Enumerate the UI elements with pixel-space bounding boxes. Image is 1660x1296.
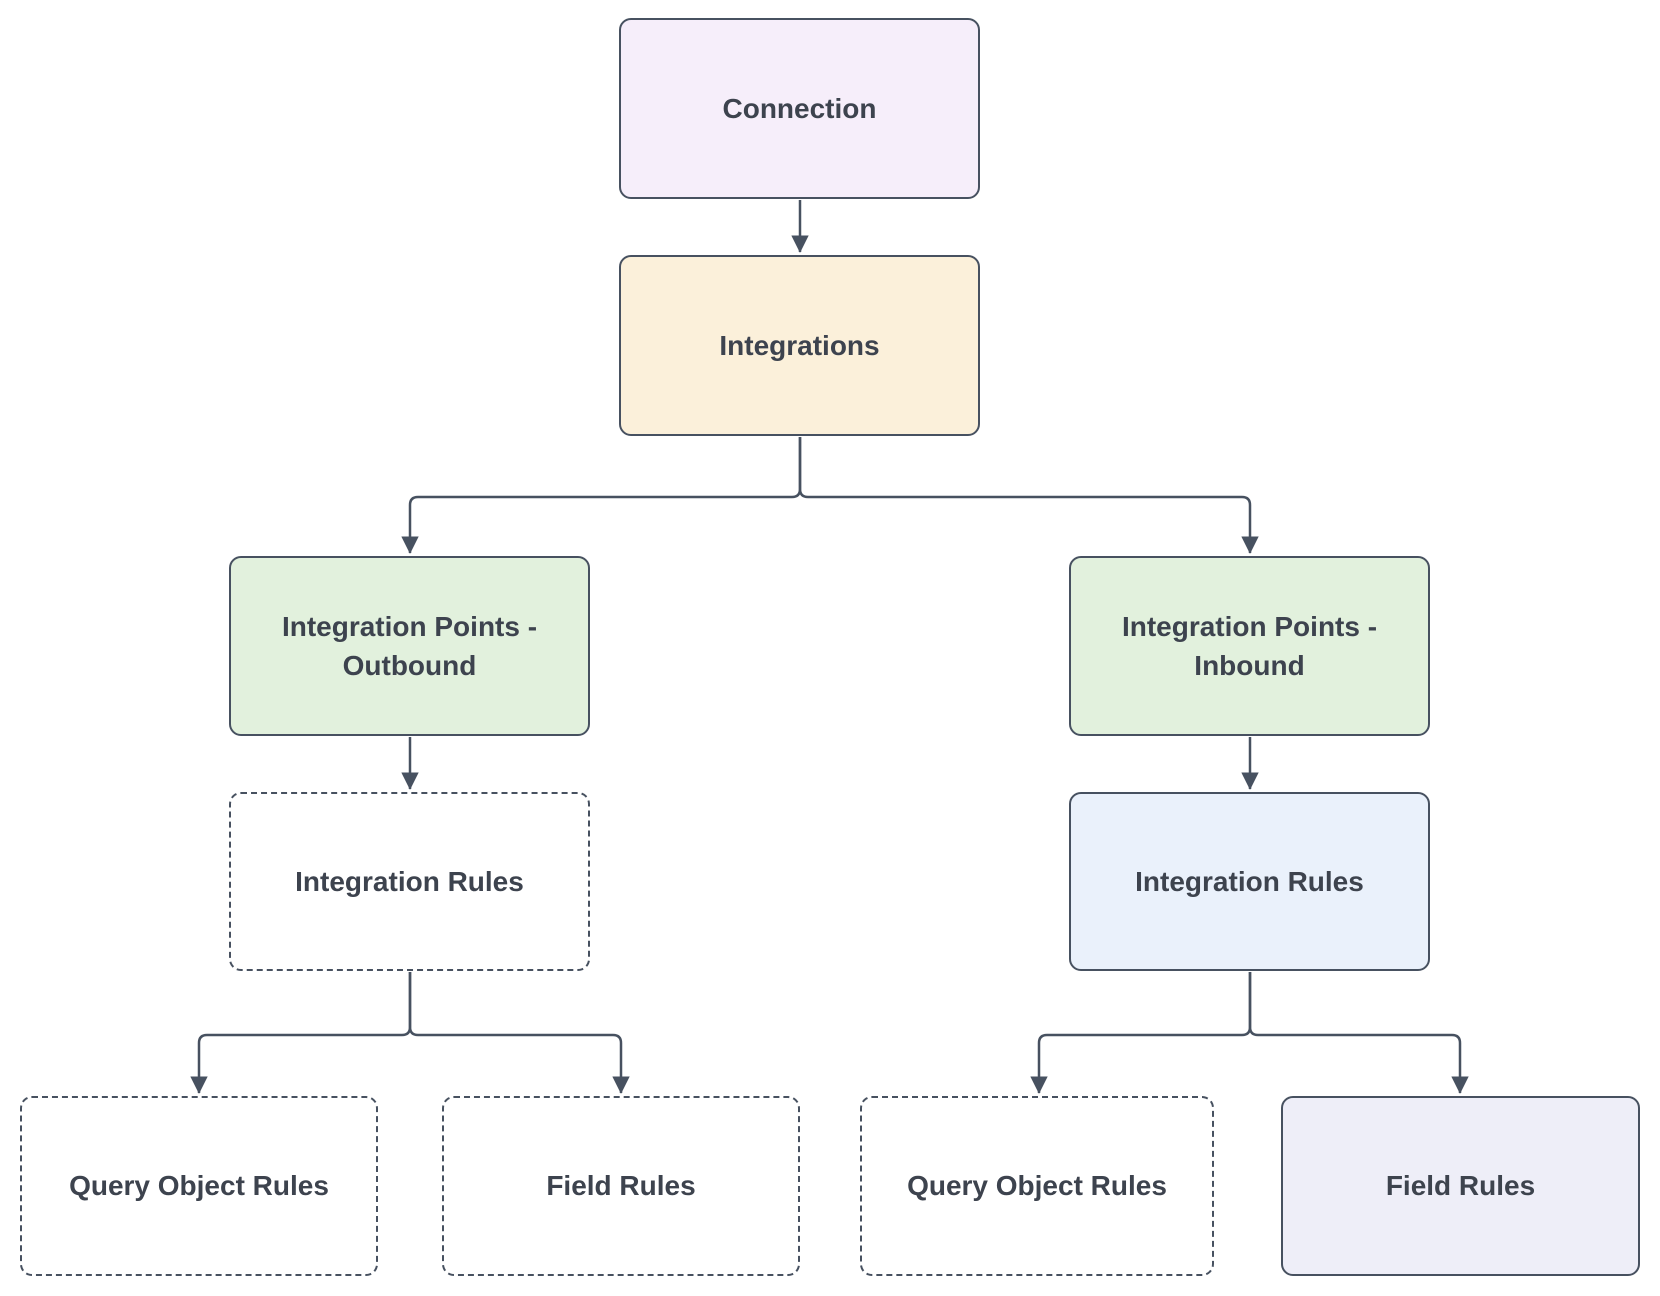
node-integration-rules-outbound-label: Integration Rules	[295, 865, 524, 897]
node-integration-points-inbound: Integration Points - Inbound	[1069, 556, 1430, 736]
node-integration-points-outbound: Integration Points - Outbound	[229, 556, 590, 736]
node-connection-label: Connection	[722, 92, 877, 124]
node-field-rules-inbound-label: Field Rules	[1385, 1170, 1536, 1202]
node-field-rules-outbound: Field Rules	[442, 1096, 800, 1276]
node-query-object-rules-outbound-label: Query Object Rules	[69, 1170, 329, 1202]
node-integrations-label: Integrations	[719, 329, 880, 361]
node-integration-rules-inbound-label: Integration Rules	[1135, 865, 1364, 897]
node-field-rules-outbound-label: Field Rules	[546, 1170, 696, 1202]
edge-outbound-rules-to-field-rules	[408, 972, 630, 1094]
node-integration-rules-inbound: Integration Rules	[1069, 792, 1430, 971]
node-integration-points-outbound-label: Integration Points - Outbound	[281, 610, 538, 681]
edge-integrations-to-outbound	[401, 437, 802, 554]
node-integration-rules-outbound: Integration Rules	[229, 792, 590, 971]
edge-integrations-to-inbound	[798, 437, 1259, 554]
node-query-object-rules-outbound: Query Object Rules	[20, 1096, 378, 1276]
node-query-object-rules-inbound-label: Query Object Rules	[907, 1170, 1167, 1202]
node-integration-points-inbound-label: Integration Points - Inbound	[1121, 610, 1378, 681]
edge-outbound-rules-to-query-object-rules	[190, 972, 412, 1094]
node-connection: Connection	[619, 18, 980, 199]
edge-inbound-rules-to-query-object-rules	[1030, 972, 1252, 1094]
edge-inbound-rules-to-field-rules	[1248, 972, 1469, 1094]
node-query-object-rules-inbound: Query Object Rules	[860, 1096, 1214, 1276]
node-integrations: Integrations	[619, 255, 980, 436]
node-field-rules-inbound: Field Rules	[1281, 1096, 1640, 1276]
